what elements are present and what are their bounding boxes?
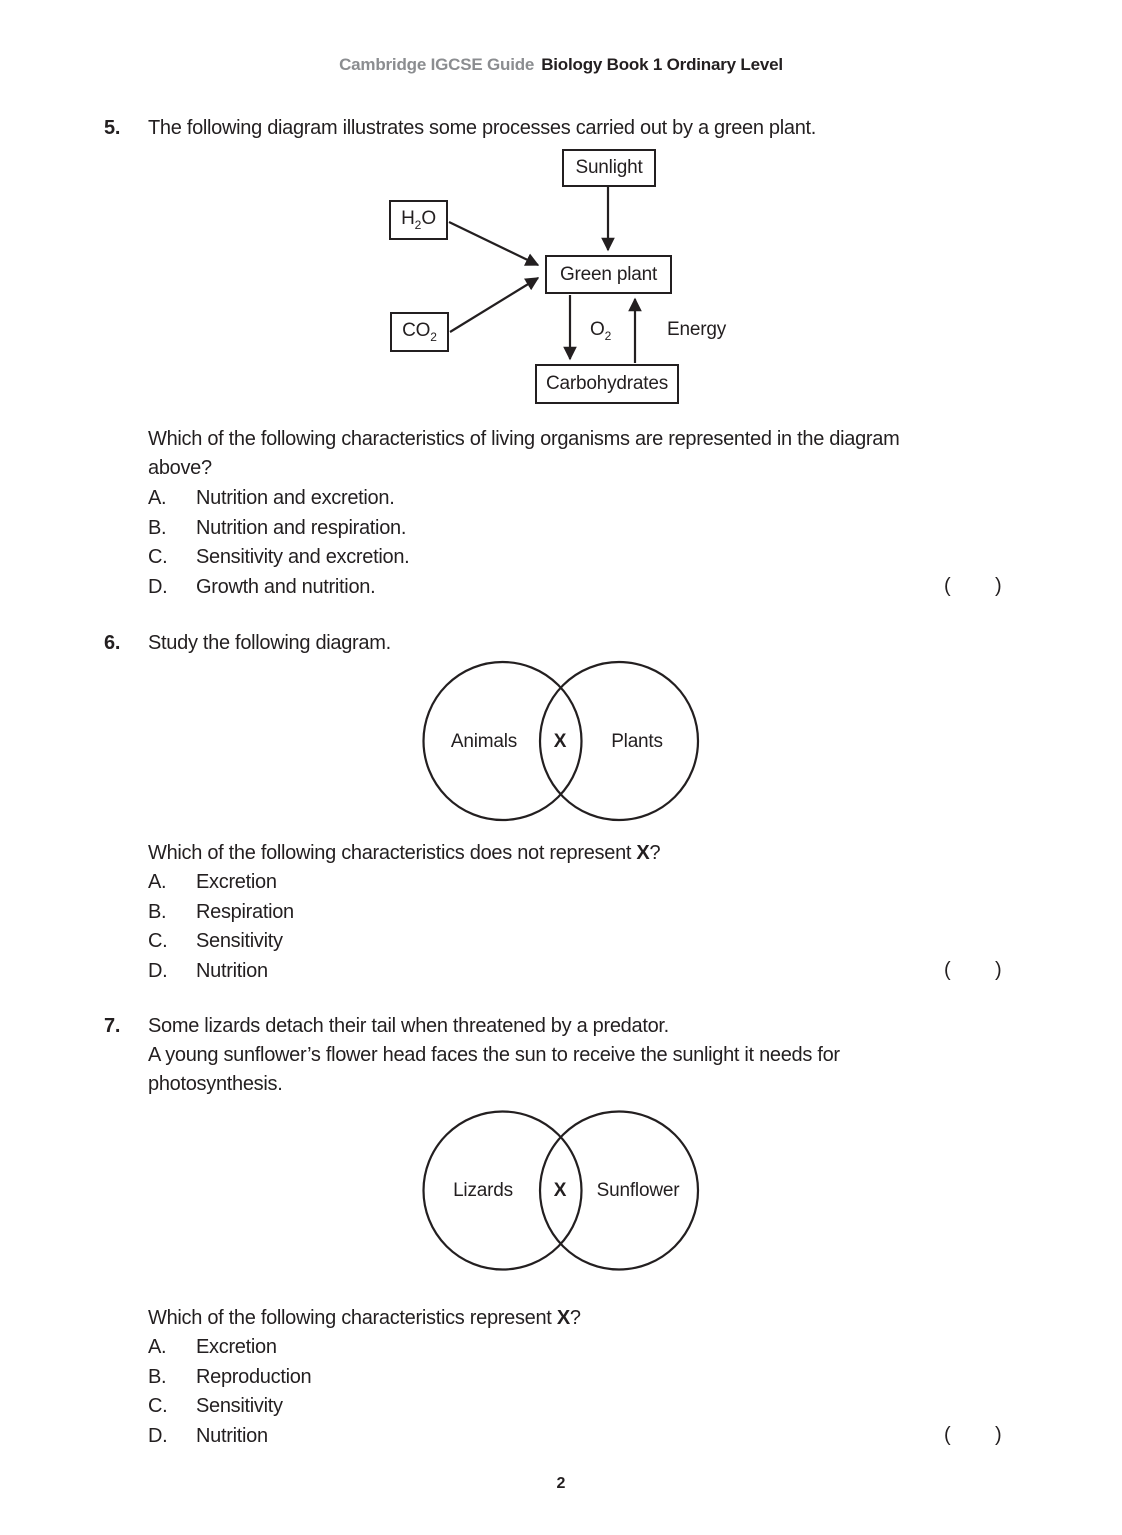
carbohydrates-box: Carbohydrates [535,364,679,404]
sunlight-label: Sunlight [575,157,643,178]
option-row-5b: B. Nutrition and respiration. [148,516,406,540]
venn-left-label-q6: Animals [450,731,518,752]
option-text: Nutrition [196,960,268,982]
answer-paren-open-q5: ( [944,575,951,597]
energy-label: Energy [667,319,727,340]
option-letter: C. [148,1395,168,1417]
answer-paren-close-q6: ) [995,959,1002,981]
option-text: Growth and nutrition. [196,576,376,598]
venn-left-label-q7: Lizards [453,1180,513,1201]
sunlight-box: Sunlight [562,149,656,187]
option-letter: C. [148,930,168,952]
option-row-7c: C. Sensitivity [148,1394,283,1418]
flow-diagram-arrows [448,187,642,363]
option-row-6a: A. Excretion [148,870,277,894]
venn-right-label-q7: Sunflower [596,1180,680,1201]
h2o-box: H2O [389,200,448,240]
option-letter: A. [148,1336,167,1358]
page-header: Cambridge IGCSE Guide Biology Book 1 Ordi… [0,55,1122,75]
answer-paren-open-q6: ( [944,959,951,981]
question-7-number: 7. [104,1015,121,1037]
venn-right-label-q6: Plants [611,731,663,752]
answer-paren-close-q7: ) [995,1424,1002,1446]
co2-box: CO2 [390,312,449,352]
option-text: Nutrition and respiration. [196,517,407,539]
option-letter: A. [148,487,167,509]
co2-label: CO2 [402,320,437,344]
h2o-label: H2O [401,208,436,232]
question-5-number: 5. [104,117,121,139]
venn-right-circle [538,660,700,822]
option-letter: B. [148,517,167,539]
arrow-co2-to-greenplant [449,277,540,333]
option-letter: C. [148,546,168,568]
option-row-7b: B. Reproduction [148,1365,312,1389]
option-letter: B. [148,901,167,923]
option-row-5a: A. Nutrition and excretion. [148,486,395,510]
venn-intersection-label-q6: X [553,731,567,752]
answer-paren-close-q5: ) [995,575,1002,597]
venn-left-circle [422,1110,583,1271]
option-text: Excretion [196,871,277,893]
venn-right-circle [538,1110,700,1271]
question-7-prompt-line2: A young sunflower’s flower head faces th… [148,1044,840,1066]
question-7-prompt-line1: Some lizards detach their tail when thre… [148,1015,669,1037]
option-row-6c: C. Sensitivity [148,929,283,953]
option-text: Nutrition [196,1425,268,1447]
option-letter: A. [148,871,167,893]
header-book-title: Biology Book 1 Ordinary Level [541,55,783,74]
option-row-5c: C. Sensitivity and excretion. [148,545,410,569]
question-6-text: Which of the following characteristics d… [148,842,661,864]
question-7-prompt-line3: photosynthesis. [148,1073,283,1095]
question-5-prompt: The following diagram illustrates some p… [148,117,817,139]
arrow-h2o-to-greenplant [448,221,540,266]
option-row-5d: D. Growth and nutrition. [148,575,376,599]
option-text: Respiration [196,901,294,923]
question-7-text: Which of the following characteristics r… [148,1307,581,1329]
option-text: Nutrition and excretion. [196,487,395,509]
option-text: Sensitivity [196,930,283,952]
option-text: Sensitivity [196,1395,283,1417]
venn-diagram-q6 [422,660,700,822]
venn-diagram-q7 [422,1110,700,1271]
option-row-6d: D. Nutrition [148,959,268,983]
question-6-number: 6. [104,632,121,654]
option-letter: D. [148,1425,168,1447]
page-number: 2 [556,1475,566,1492]
question-5-text-line2: above? [148,457,212,479]
option-text: Reproduction [196,1366,312,1388]
green-plant-label: Green plant [559,263,658,285]
question-6-prompt: Study the following diagram. [148,632,391,654]
option-letter: B. [148,1366,167,1388]
venn-left-circle [422,660,583,822]
option-letter: D. [148,576,168,598]
o2-label: O2 [590,319,612,343]
venn-intersection-label-q7: X [553,1180,567,1201]
option-text: Excretion [196,1336,277,1358]
green-plant-box: Green plant [545,255,672,294]
header-series-title: Cambridge IGCSE Guide [339,55,535,74]
option-row-7a: A. Excretion [148,1335,277,1359]
carbohydrates-label: Carbohydrates [545,373,669,394]
option-text: Sensitivity and excretion. [196,546,410,568]
answer-paren-open-q7: ( [944,1424,951,1446]
question-5-text-line1: Which of the following characteristics o… [148,428,900,450]
option-row-6b: B. Respiration [148,900,294,924]
option-row-7d: D. Nutrition [148,1424,268,1448]
option-letter: D. [148,960,168,982]
